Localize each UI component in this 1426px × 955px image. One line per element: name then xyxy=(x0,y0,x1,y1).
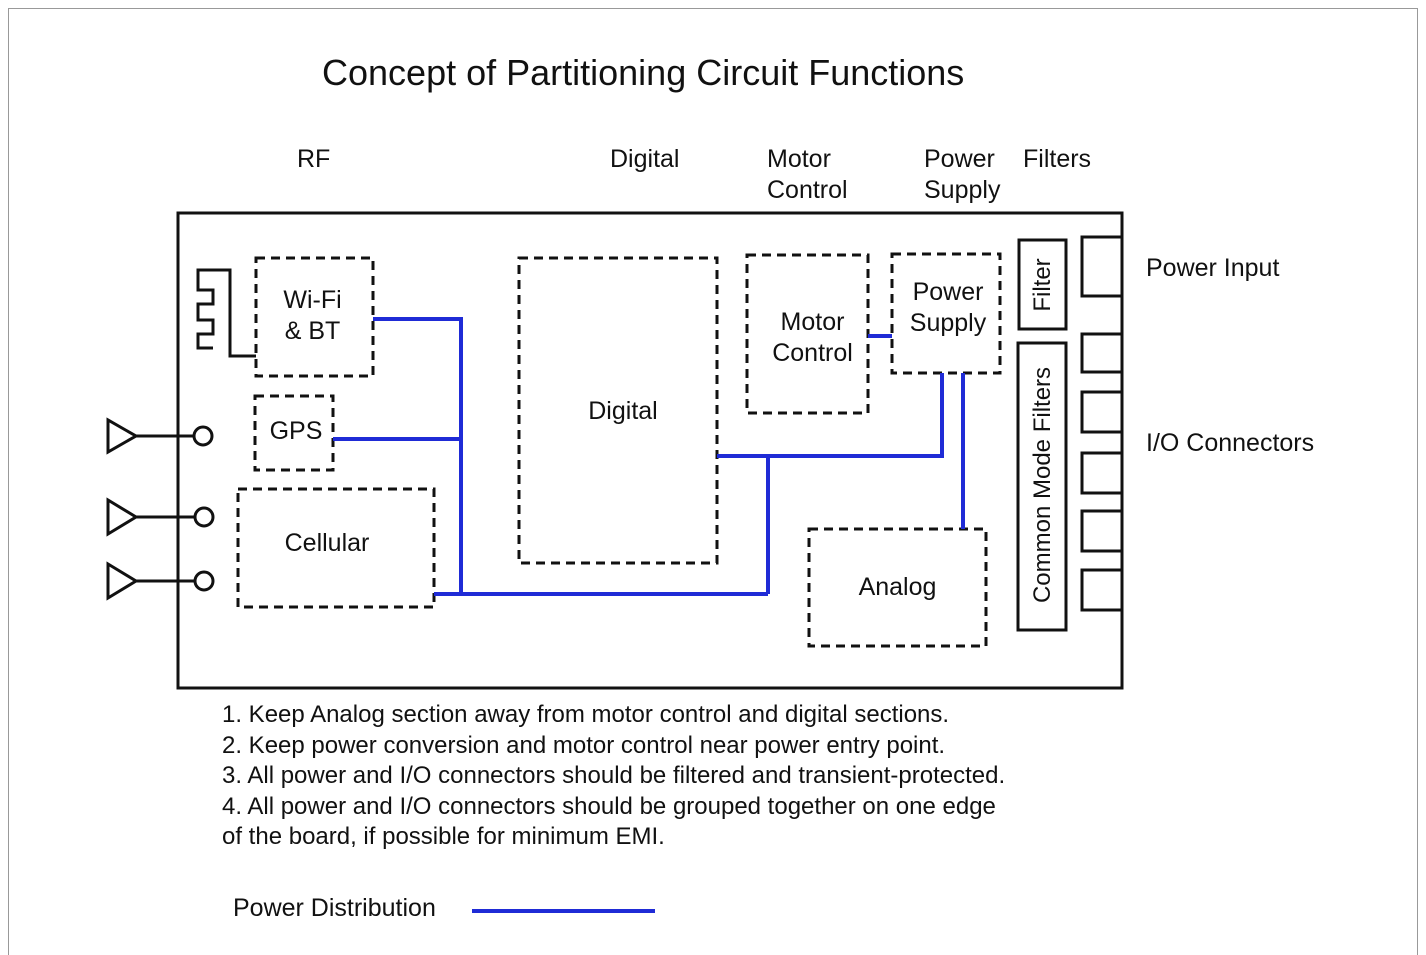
header-power-supply-line2: Supply xyxy=(924,176,1001,204)
guideline-item: 2. Keep power conversion and motor contr… xyxy=(222,731,946,759)
power-distribution xyxy=(333,317,965,596)
pcb-antenna-trace xyxy=(196,268,256,358)
motor-control-label-line1: Motor xyxy=(780,308,845,336)
power-line-digital xyxy=(717,454,770,594)
digital-block xyxy=(517,256,719,565)
gps-block xyxy=(253,394,335,472)
antenna-symbol xyxy=(106,497,139,537)
io-connector xyxy=(1080,451,1124,495)
wifi-bt-label-line2: & BT xyxy=(284,317,341,345)
io-connector xyxy=(1080,390,1124,434)
guideline-item: 3. All power and I/O connectors should b… xyxy=(222,762,1006,789)
header-digital: Digital xyxy=(610,145,680,173)
diagram-title: Concept of Partitioning Circuit Function… xyxy=(322,52,965,93)
filter-label: Filter xyxy=(1029,258,1056,312)
cellular-label: Cellular xyxy=(284,529,370,557)
analog-block xyxy=(807,527,988,648)
legend-line-swatch xyxy=(472,909,655,913)
common-mode-filters-label: Common Mode Filters xyxy=(1029,366,1056,604)
header-power-supply-line1: Power xyxy=(924,145,995,173)
analog-label: Analog xyxy=(858,573,937,601)
io-connector xyxy=(1080,568,1124,612)
antenna-port xyxy=(193,506,215,528)
guideline-item: 1. Keep Analog section away from motor c… xyxy=(222,701,950,728)
header-filters: Filters xyxy=(1023,145,1092,173)
header-motor-control-line2: Control xyxy=(767,176,848,204)
guidelines-list: 1. Keep Analog section away from motor c… xyxy=(222,700,1005,853)
power-supply-label: Power Supply xyxy=(892,277,1004,339)
header-rf: RF xyxy=(297,145,331,173)
guideline-item: 4. All power and I/O connectors should b… xyxy=(222,792,996,820)
gps-label: GPS xyxy=(269,417,323,445)
power-supply-block xyxy=(890,252,1002,375)
antenna-symbol xyxy=(106,561,139,601)
legend-label: Power Distribution xyxy=(233,894,436,922)
filter-box xyxy=(1017,238,1068,331)
wifi-bt-block xyxy=(254,256,375,378)
io-connector xyxy=(1080,509,1124,553)
cellular-block xyxy=(236,487,436,609)
motor-control-label-line2: Control xyxy=(772,339,853,367)
power-input-label: Power Input xyxy=(1146,254,1280,282)
power-input-connector xyxy=(1080,235,1124,298)
guideline-item: of the board, if possible for minimum EM… xyxy=(222,823,665,850)
power-supply-label-line1: Power xyxy=(912,278,984,306)
motor-control-label: Motor Control xyxy=(747,307,878,369)
power-line-wifi xyxy=(373,317,463,594)
header-power-supply: Power Supply xyxy=(924,144,1000,206)
common-mode-filters-box xyxy=(1016,341,1068,632)
board-outline xyxy=(176,211,1124,690)
antenna-port xyxy=(193,570,215,592)
wifi-bt-label: Wi-Fi & BT xyxy=(256,285,369,347)
power-supply-label-line2: Supply xyxy=(909,309,987,337)
io-connectors-label: I/O Connectors xyxy=(1146,429,1315,457)
header-motor-control-line1: Motor xyxy=(767,145,831,173)
wifi-bt-label-line1: Wi-Fi xyxy=(283,286,342,314)
digital-label: Digital xyxy=(588,397,658,425)
antenna-port xyxy=(192,425,214,447)
header-motor-control: Motor Control xyxy=(767,144,848,206)
power-line-supply xyxy=(768,373,944,458)
image-frame xyxy=(8,8,1418,955)
antenna-symbol xyxy=(106,417,140,455)
io-connector xyxy=(1080,332,1124,374)
